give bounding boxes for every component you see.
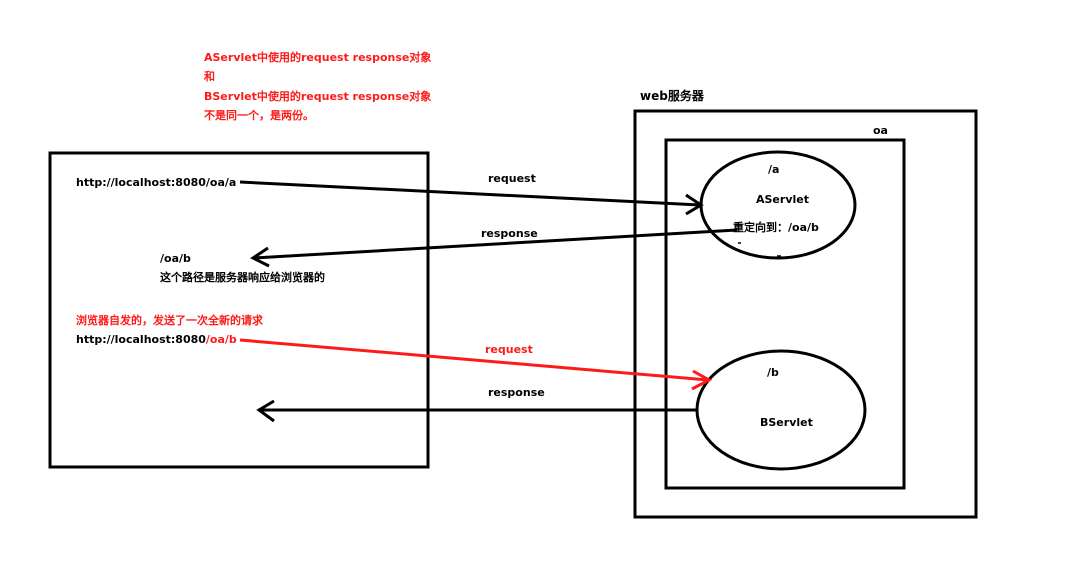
bservlet-ellipse <box>695 349 867 471</box>
browser-url-2-prefix: http://localhost:8080 <box>76 333 206 346</box>
aservlet-path: /a <box>768 163 780 176</box>
request-label-1: request <box>488 172 536 185</box>
browser-redirect-note: 这个路径是服务器响应给浏览器的 <box>160 271 325 284</box>
oa-app-label: oa <box>873 124 888 137</box>
response-label-2: response <box>488 386 545 399</box>
aservlet-redirect-text: 重定向到：/oa/b <box>733 221 819 234</box>
response-arrow-1 <box>253 228 738 260</box>
arrowhead-icon <box>250 246 270 268</box>
note-line-1: AServlet中使用的request response对象 <box>204 51 432 64</box>
oa-app-box <box>664 138 906 490</box>
browser-url-1: http://localhost:8080/oa/a <box>76 176 237 189</box>
note-line-4: 不是同一个，是两份。 <box>204 109 314 122</box>
browser-box <box>48 151 430 469</box>
response-label-1: response <box>481 227 538 240</box>
request-arrow-1 <box>239 180 701 207</box>
browser-auto-request-note: 浏览器自发的，发送了一次全新的请求 <box>76 314 263 327</box>
browser-redirect-path: /oa/b <box>160 252 191 265</box>
arrowhead-icon <box>691 369 713 391</box>
request-label-2: request <box>485 343 533 356</box>
browser-url-2: http://localhost:8080/oa/b <box>76 333 237 346</box>
arrowhead-icon <box>685 193 704 216</box>
browser-url-2-path: /oa/b <box>205 333 237 346</box>
arrowhead-icon <box>256 399 275 423</box>
bservlet-path: /b <box>767 366 779 379</box>
note-line-2: 和 <box>204 70 215 83</box>
note-line-3: BServlet中使用的request response对象 <box>204 90 432 103</box>
web-server-title: web服务器 <box>640 89 704 103</box>
request-arrow-2 <box>239 338 709 382</box>
aservlet-name: AServlet <box>756 193 809 206</box>
web-server-box <box>633 109 978 519</box>
bservlet-name: BServlet <box>760 416 813 429</box>
